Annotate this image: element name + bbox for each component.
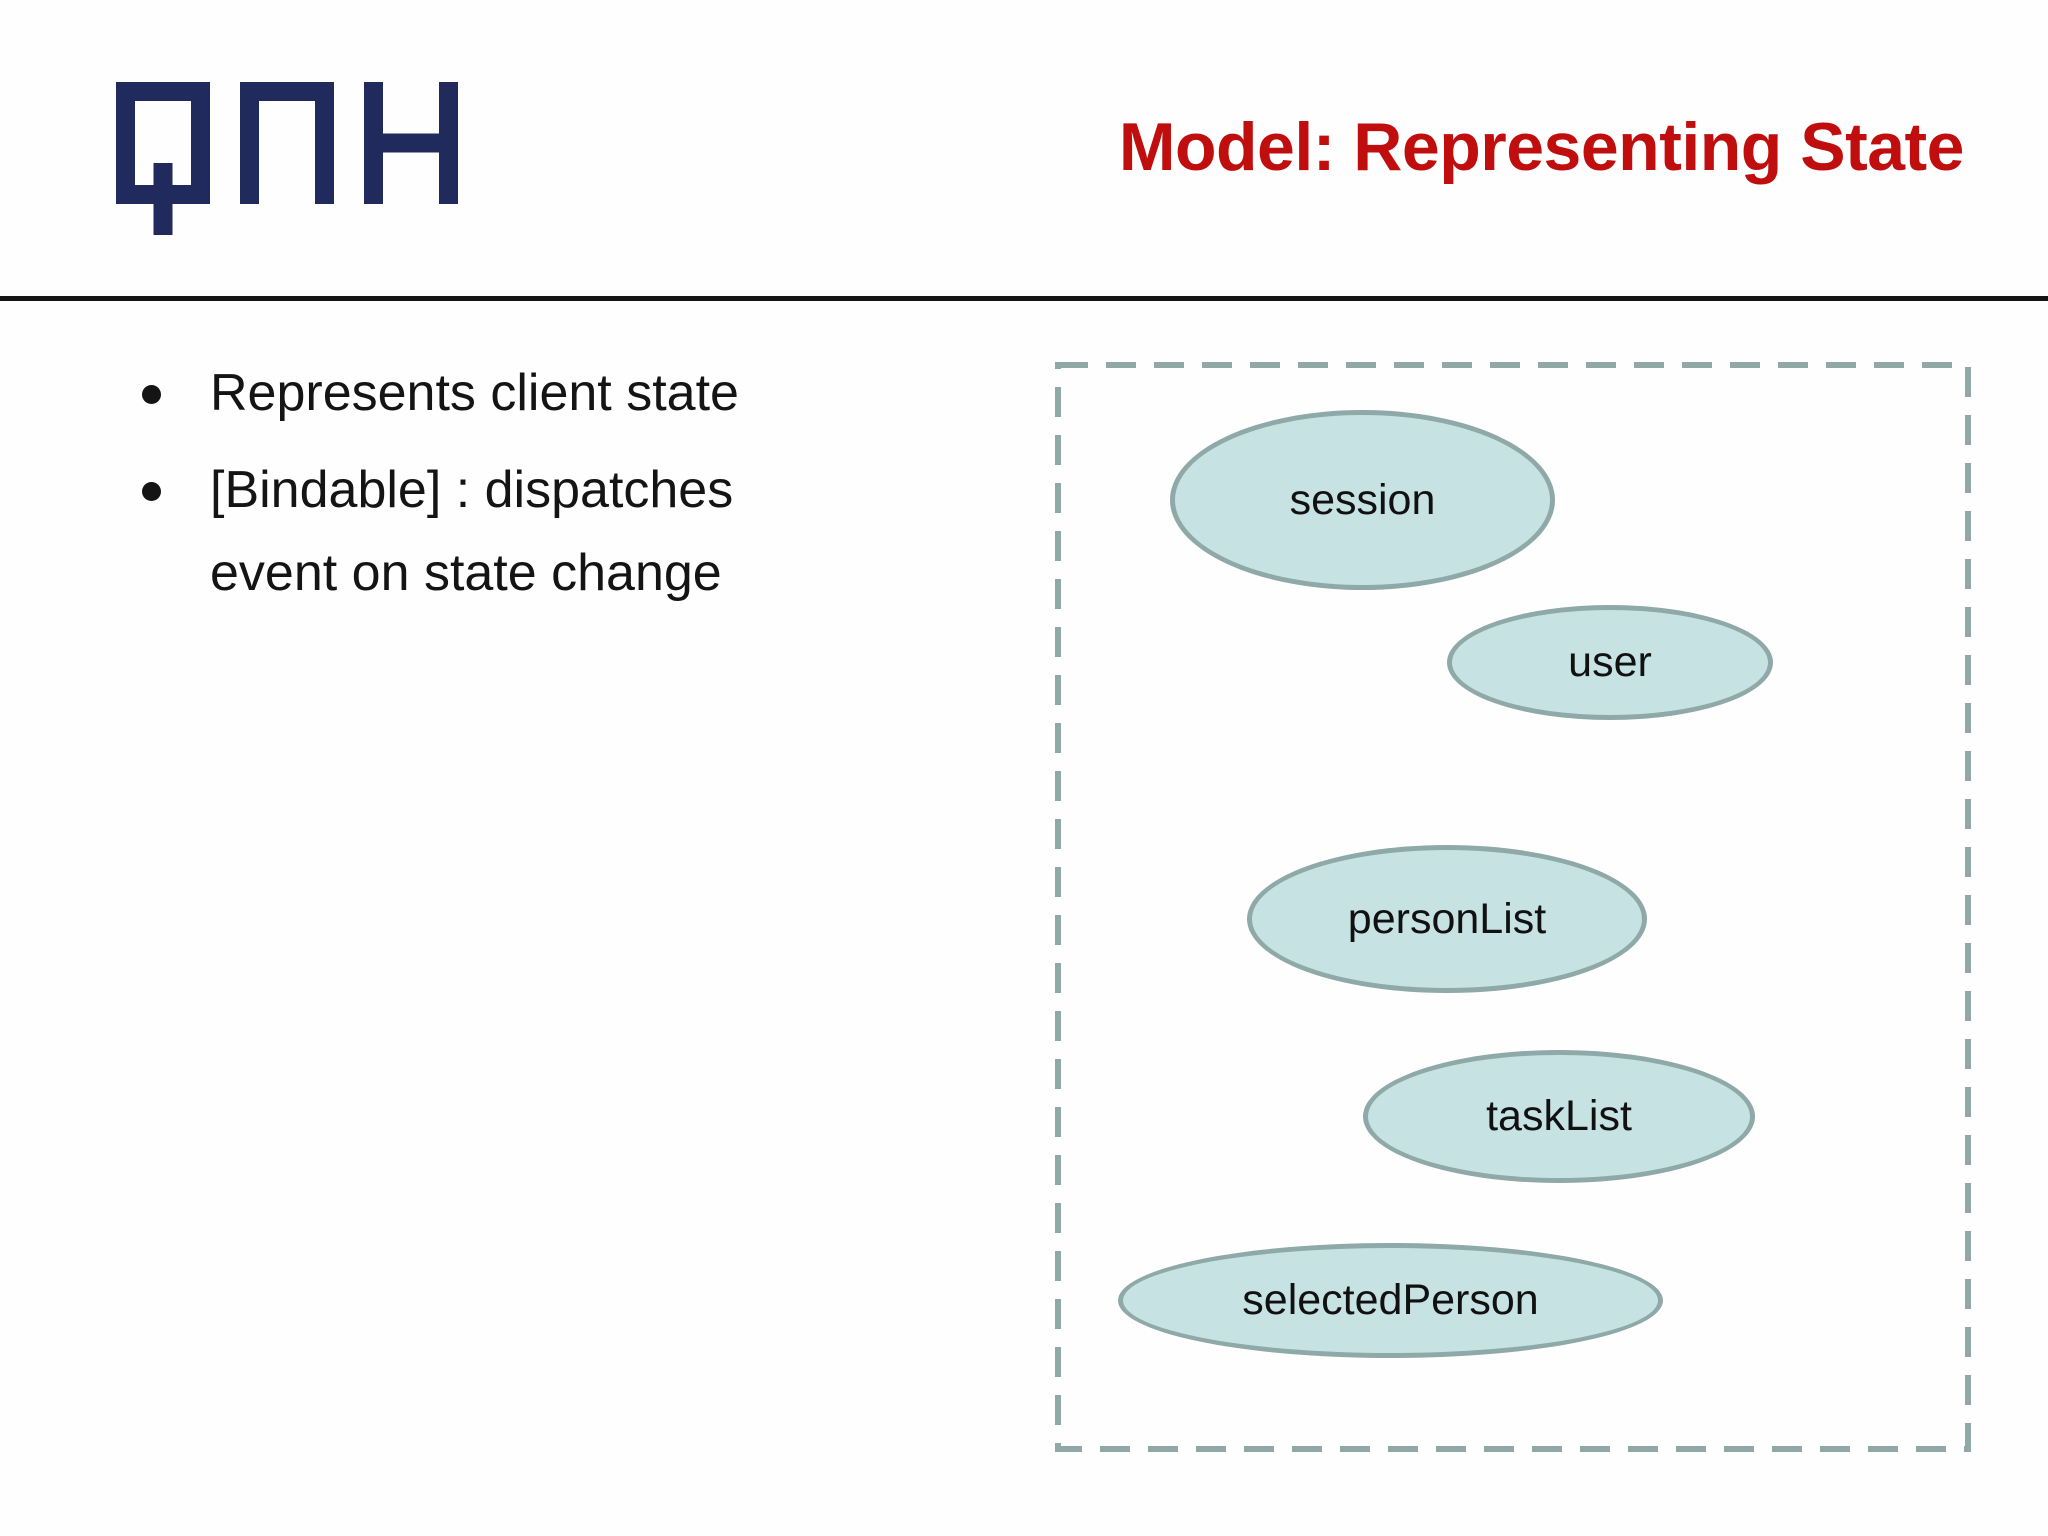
diagram-node-tasklist: taskList xyxy=(1363,1050,1755,1183)
bullet-item: Represents client state xyxy=(130,352,770,435)
dashed-border xyxy=(1055,362,1971,1452)
node-label: user xyxy=(1568,638,1652,686)
state-model-boundary xyxy=(1055,362,1971,1452)
logo-letter-q-icon xyxy=(116,82,210,235)
diagram-node-session: session xyxy=(1170,410,1555,590)
logo-letter-h-bar xyxy=(383,133,439,153)
diagram-node-personlist: personList xyxy=(1247,845,1647,993)
logo-letter-q-stem xyxy=(153,163,173,235)
slide-title: Model: Representing State xyxy=(1118,109,1965,185)
header-divider xyxy=(0,296,2048,301)
bullet-item: [Bindable] : dispatches event on state c… xyxy=(130,449,770,615)
logo-letter-n-icon xyxy=(240,82,334,204)
logo-letter-h-icon xyxy=(364,82,458,204)
node-label: taskList xyxy=(1486,1092,1632,1140)
node-label: selectedPerson xyxy=(1242,1276,1539,1324)
node-label: session xyxy=(1289,475,1436,524)
qnh-logo xyxy=(116,82,458,235)
diagram-node-user: user xyxy=(1447,605,1773,720)
bullet-list: Represents client state [Bindable] : dis… xyxy=(130,352,770,630)
diagram-node-selectedperson: selectedPerson xyxy=(1118,1243,1663,1358)
node-label: personList xyxy=(1347,894,1547,943)
